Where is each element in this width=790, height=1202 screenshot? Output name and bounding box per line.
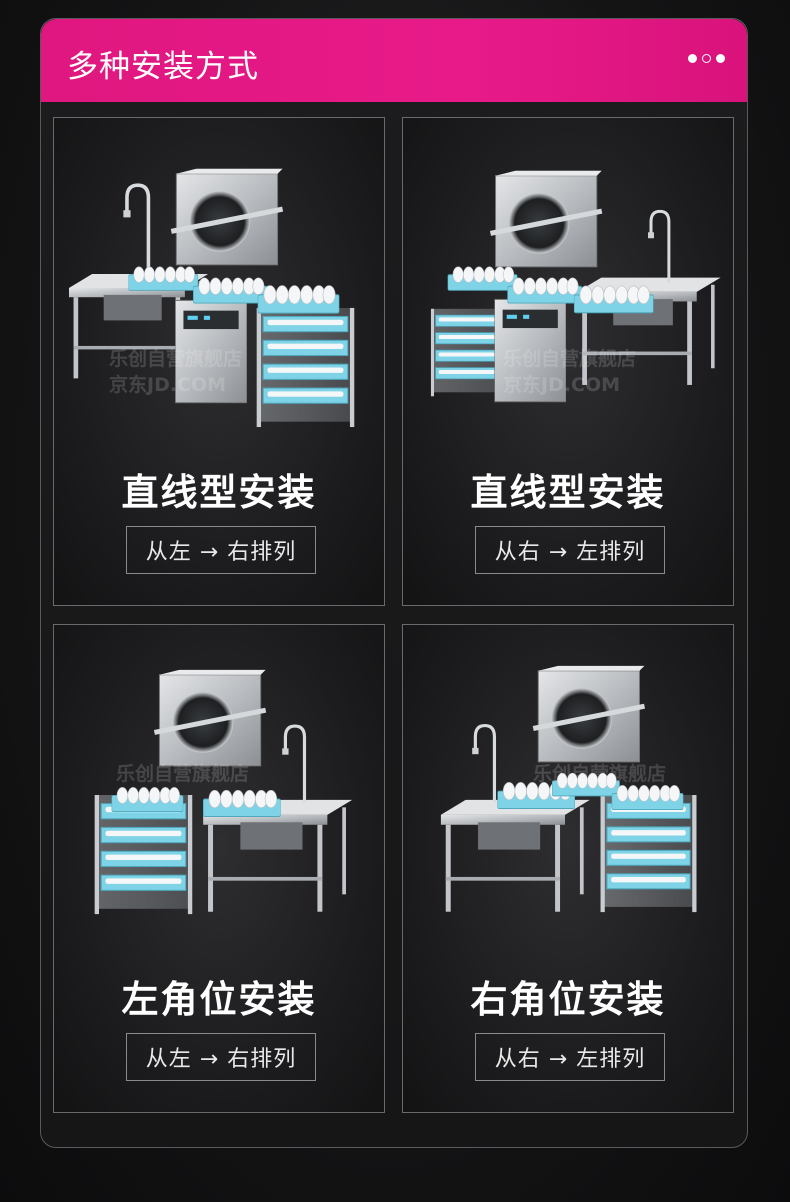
direction-badge: 从右 → 左排列: [475, 1033, 665, 1081]
card-title: 直线型安装: [470, 471, 666, 514]
card-title: 左角位安装: [121, 978, 317, 1021]
card-straight-left-right[interactable]: 乐创自营旗舰店 京东JD.COM 直线型安装 从左 → 右排列: [53, 117, 385, 606]
direction-badge: 从左 → 右排列: [126, 1033, 316, 1081]
watermark-shop: 乐创自营旗舰店: [116, 763, 250, 785]
page-title: 多种安装方式: [67, 49, 259, 85]
card-title: 直线型安装: [121, 471, 317, 514]
direction-badge: 从右 → 左排列: [475, 526, 665, 574]
decorative-dots: [688, 54, 725, 63]
watermark-site: 京东JD.COM: [503, 374, 621, 396]
card-right-corner[interactable]: 乐创自营旗舰店 右角位安装 从右 → 左排列: [402, 624, 734, 1113]
header-bar: 多种安装方式: [41, 19, 747, 102]
card-title: 右角位安装: [470, 978, 666, 1021]
watermark-shop: 乐创自营旗舰店: [503, 348, 637, 370]
card-left-corner[interactable]: 乐创自营旗舰店 左角位安装 从左 → 右排列: [53, 624, 385, 1113]
direction-badge: 从左 → 右排列: [126, 526, 316, 574]
card-straight-right-left[interactable]: 乐创自营旗舰店 京东JD.COM 直线型安装 从右 → 左排列: [402, 117, 734, 606]
dot-icon: [716, 54, 725, 63]
watermark-shop: 乐创自营旗舰店: [109, 348, 243, 370]
dot-icon: [688, 54, 697, 63]
watermark-shop: 乐创自营旗舰店: [533, 763, 667, 785]
dot-hollow-icon: [702, 54, 711, 63]
watermark-site: 京东JD.COM: [109, 374, 227, 396]
